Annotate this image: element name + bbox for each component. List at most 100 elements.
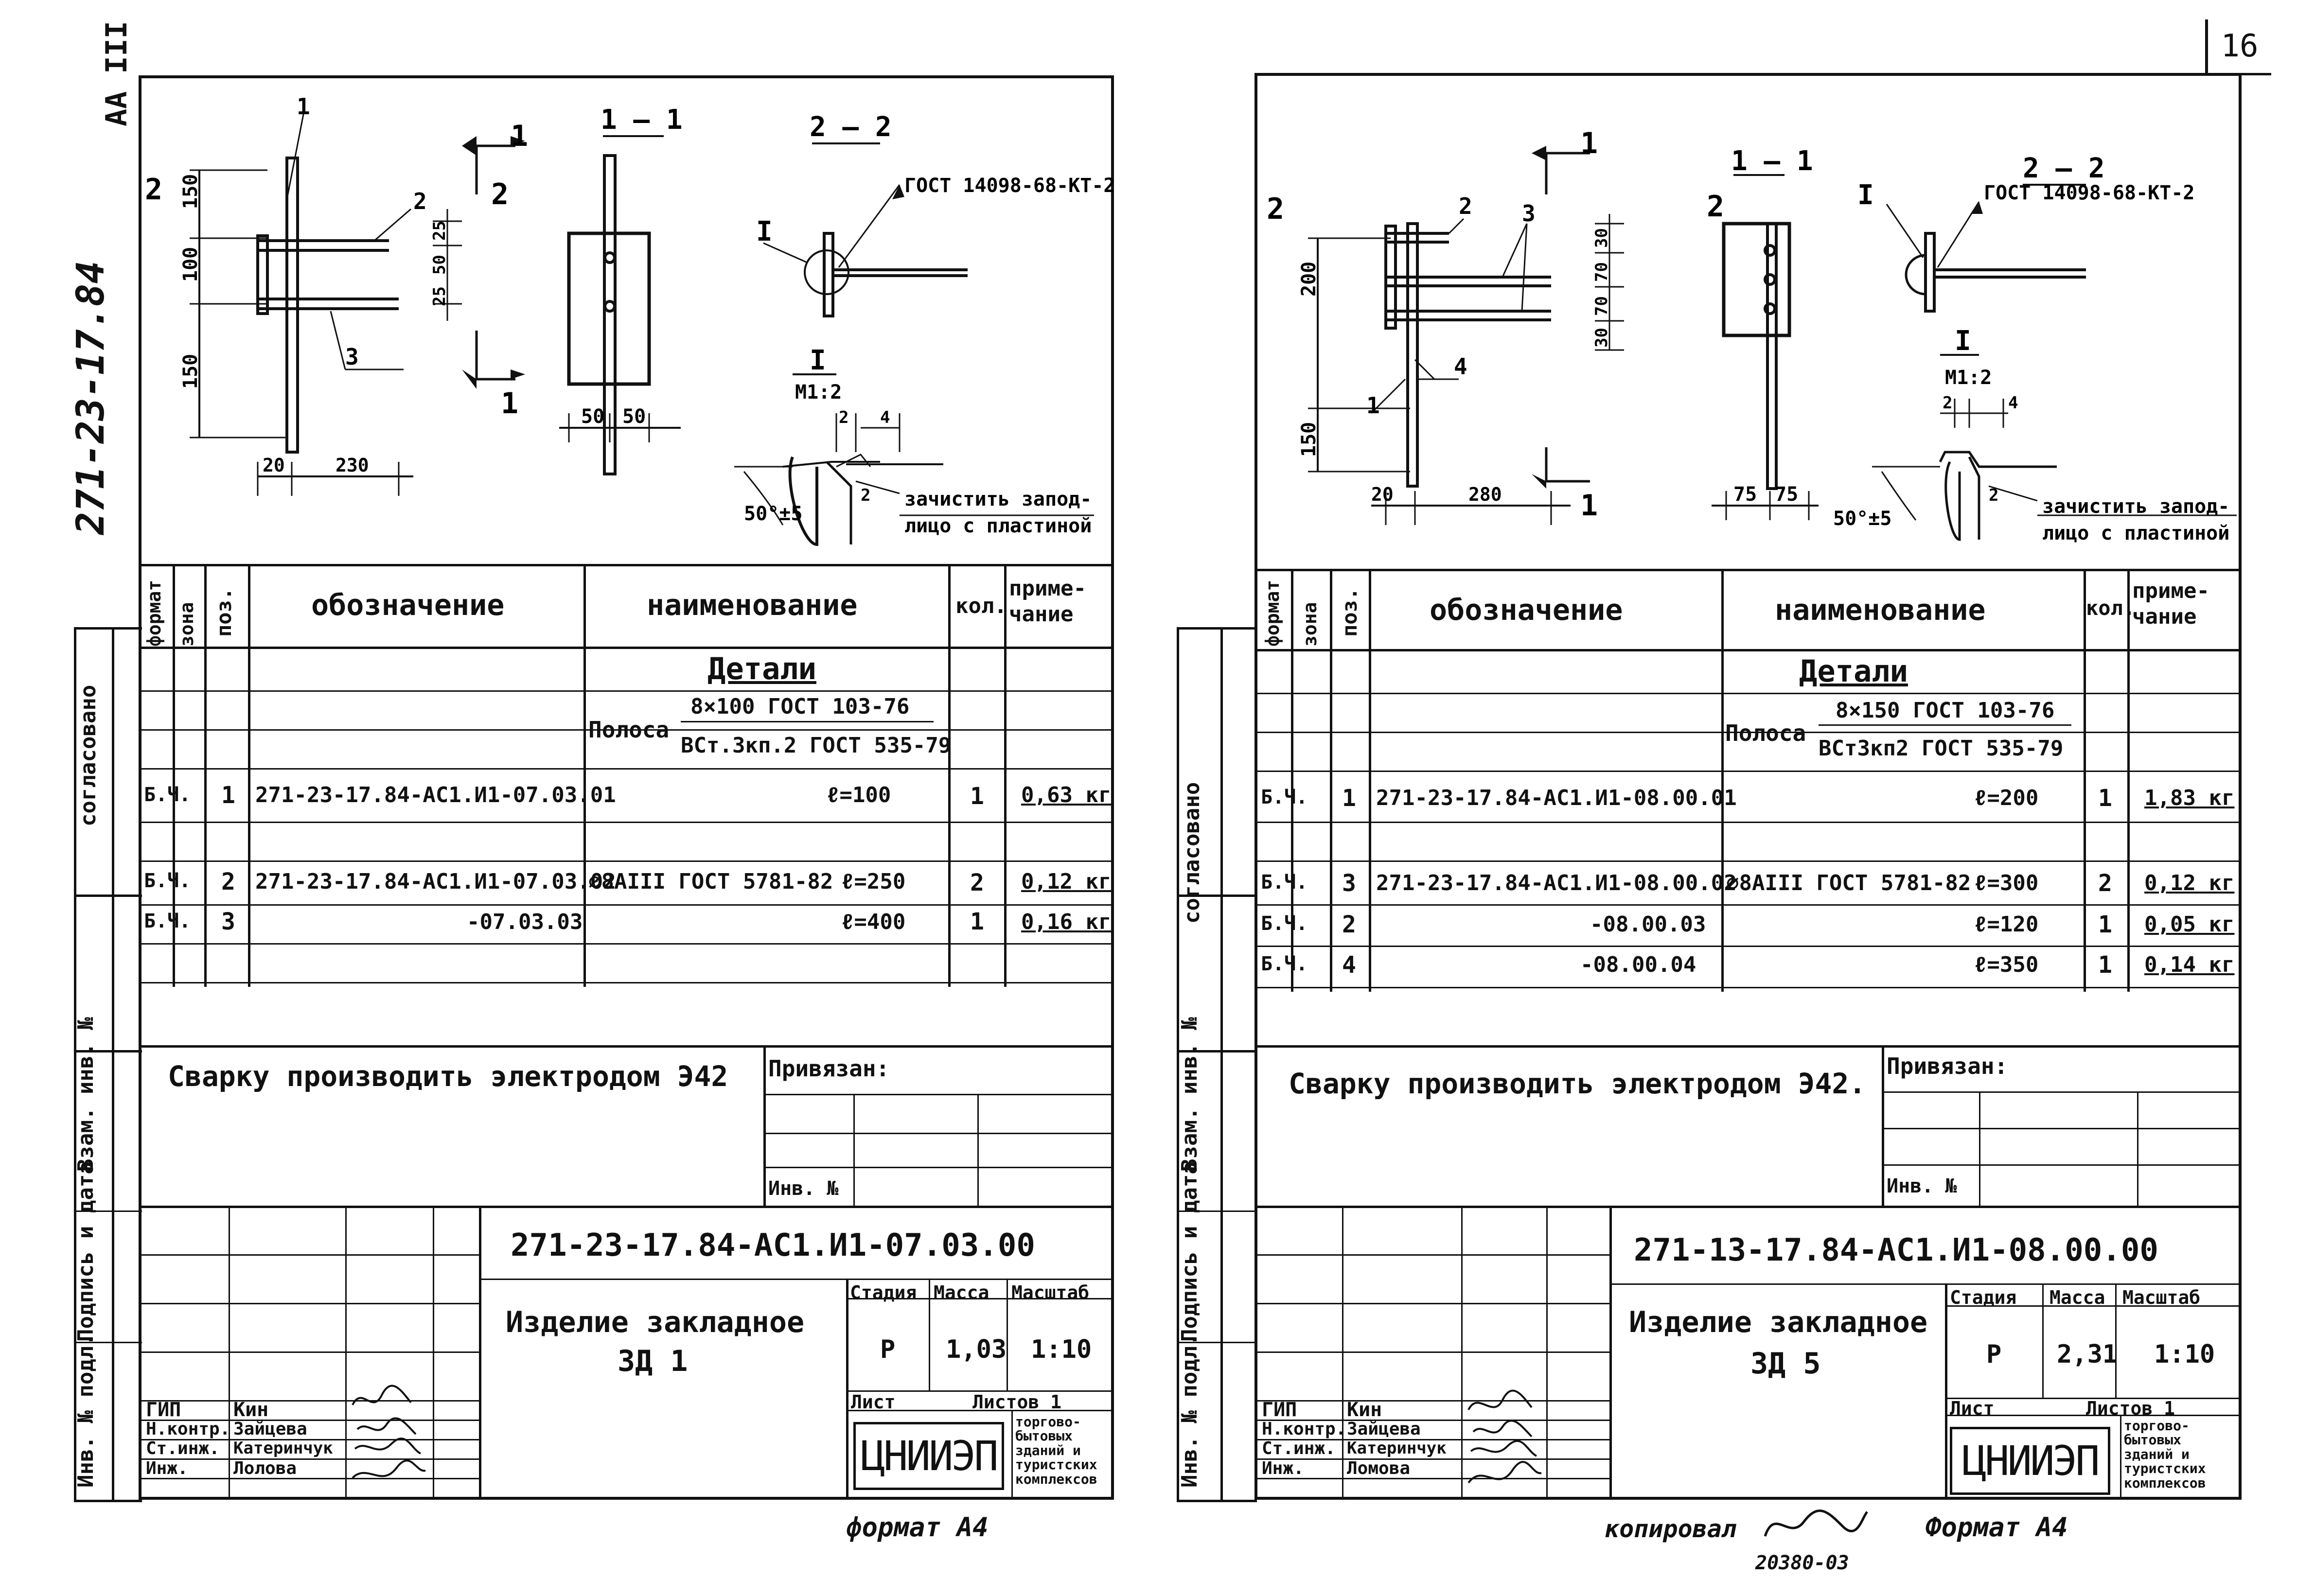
left-row3-pos: 3: [221, 908, 235, 935]
left-inv-label: Инв. №: [768, 1177, 839, 1200]
left-detail-dim-2a: 2: [839, 408, 848, 427]
left-hdr-note: приме- чание: [1009, 576, 1086, 627]
right-scale: 1:10: [2154, 1340, 2215, 1369]
right-row4-qty: 1: [2098, 951, 2112, 979]
right-dim-v-150: 150: [1298, 422, 1320, 457]
left-mass: 1,03: [946, 1335, 1007, 1364]
right-detail-scale: М1:2: [1945, 367, 1992, 389]
right-material-bottom: ВСт3кп2 ГОСТ 535-79: [1819, 736, 2064, 761]
left-sheet-label: Лист: [851, 1391, 896, 1413]
right-mass-label: Масса: [2050, 1287, 2105, 1308]
left-row1-note: 0,63 кг: [1021, 783, 1112, 807]
right-hdr-name: наименование: [1775, 593, 1986, 627]
right-row2-qty: 2: [2098, 870, 2112, 897]
left-detail-dim-2b: 2: [861, 486, 870, 505]
left-hdr-pos: поз.: [212, 587, 236, 637]
right-hdr-zone: зона: [1299, 602, 1321, 647]
right-name-3: Катеринчук: [1347, 1438, 1447, 1458]
right-row2-pos: 3: [1342, 870, 1356, 897]
left-stage: Р: [880, 1335, 896, 1364]
left-detail-angle: 50°±5: [744, 503, 802, 525]
left-name-1: Кин: [233, 1399, 269, 1421]
right-row2-note: 0,12 кг: [2144, 871, 2235, 895]
right-detail-dim-4: 4: [2008, 393, 2018, 413]
right-row1-pos: 1: [1342, 785, 1356, 812]
right-pos-label-2: 2: [1459, 193, 1472, 219]
left-row3-note: 0,16 кг: [1021, 910, 1112, 934]
left-section-1-1: 1 — 1: [601, 104, 683, 136]
left-row3-format: Б.Ч.: [144, 910, 191, 932]
right-detail-angle: 50°±5: [1833, 508, 1891, 530]
left-scale-label: Масштаб: [1011, 1282, 1090, 1303]
left-hdr-name: наименование: [647, 588, 858, 622]
right-mass: 2,31: [2057, 1340, 2118, 1369]
right-stage: Р: [1986, 1340, 2002, 1369]
right-dim-h-280: 280: [1468, 484, 1502, 505]
left-format-label: формат А4: [846, 1512, 989, 1543]
right-row3-note: 0,05 кг: [2144, 912, 2235, 937]
left-scale: 1:10: [1031, 1335, 1092, 1364]
right-row2-designation: 271-23-17.84-АС1.И1-08.00.02: [1376, 871, 1737, 895]
left-row3-designation: -07.03.03: [467, 910, 583, 934]
left-dim-v-100: 100: [179, 247, 202, 282]
left-org-name: торгово-бытовых зданий и туристских комп…: [1015, 1414, 1097, 1487]
left-stamp-agreed: согласовано: [76, 684, 101, 826]
right-row3-format: Б.Ч.: [1261, 912, 1308, 935]
left-signatures: [352, 1385, 426, 1479]
right-stamp-cell-sign: Подпись и дата: [1177, 1161, 1202, 1342]
right-dim-s-30b: 30: [1592, 328, 1611, 348]
right-row4-length: ℓ=350: [1974, 952, 2039, 977]
right-section-2-2: 2 — 2: [2023, 153, 2105, 184]
left-stamp-cell-inv: Инв. № подл.: [73, 1333, 98, 1488]
right-hdr-designation: обозначение: [1430, 593, 1623, 627]
left-row3-qty: 1: [970, 908, 984, 935]
right-row1-designation: 271-23-17.84-АС1.И1-08.00.01: [1376, 786, 1737, 810]
left-weld-note: Сварку производить электродом Э42: [168, 1060, 728, 1093]
left-dim-v-150b: 150: [179, 354, 202, 389]
left-material-bottom: ВСт.3кп.2 ГОСТ 535-79: [681, 733, 952, 758]
left-cut-1a: 1: [511, 119, 528, 153]
right-detail-mark-a: I: [1857, 179, 1874, 211]
left-hdr-qty: кол.: [955, 594, 1007, 618]
left-section-dim-a: 50: [581, 405, 604, 428]
right-stamp-cell-repl: Взам. инв. №: [1177, 1017, 1202, 1172]
left-vertical-doc-code: 271-23-17.84: [69, 261, 113, 535]
left-row1-pos: 1: [221, 782, 235, 809]
right-row1-format: Б.Ч.: [1261, 786, 1308, 808]
right-pos-label-3: 3: [1522, 200, 1536, 227]
left-hdr-zone: зона: [176, 602, 197, 647]
right-cut-1b: 1: [1580, 489, 1598, 523]
left-row2-length: ℓ=250: [841, 869, 906, 894]
right-stamp-cell-inv: Инв. № подл.: [1177, 1333, 1202, 1488]
left-title-1: Изделие закладное: [506, 1305, 805, 1339]
right-section-dim-a: 75: [1733, 483, 1757, 506]
right-cut-2b: 2: [1707, 190, 1724, 224]
left-pos-label-1: 1: [297, 93, 310, 120]
right-hdr-qty: кол.: [2086, 596, 2136, 620]
left-cut-2b: 2: [491, 177, 509, 211]
right-org-name: торгово-бытовых зданий и туристских комп…: [2124, 1418, 2206, 1491]
right-name-2: Зайцева: [1347, 1419, 1421, 1439]
left-dim-s-25a: 25: [430, 221, 449, 241]
right-title-2: ЗД 5: [1750, 1347, 1821, 1381]
left-detail-dim-4: 4: [880, 408, 890, 427]
left-dim-s-25b: 25: [430, 286, 449, 306]
right-dim-s-70a: 70: [1592, 262, 1611, 282]
left-dim-h-20: 20: [263, 455, 285, 476]
right-cut-2a: 2: [1267, 192, 1284, 226]
left-row1-length: ℓ=100: [827, 783, 891, 807]
left-detail-scale: М1:2: [795, 381, 842, 403]
right-row3-qty: 1: [2098, 911, 2112, 938]
right-detail-note-1: зачистить запод-: [2042, 495, 2229, 518]
left-hdr-designation: обозначение: [311, 588, 505, 622]
left-row1-format: Б.Ч.: [144, 784, 191, 806]
right-attached-label: Привязан:: [1887, 1053, 2008, 1079]
right-hdr-pos: поз.: [1338, 587, 1361, 637]
left-attached-label: Привязан:: [768, 1055, 890, 1082]
right-stamp-agreed: согласовано: [1180, 782, 1204, 924]
left-name-2: Зайцева: [233, 1419, 307, 1439]
left-cut-2a: 2: [145, 173, 162, 207]
left-stage-label: Стадия: [850, 1282, 917, 1303]
left-doc-code: 271-23-17.84-АС1.И1-07.03.00: [511, 1228, 1035, 1263]
right-dim-s-30a: 30: [1592, 228, 1611, 248]
